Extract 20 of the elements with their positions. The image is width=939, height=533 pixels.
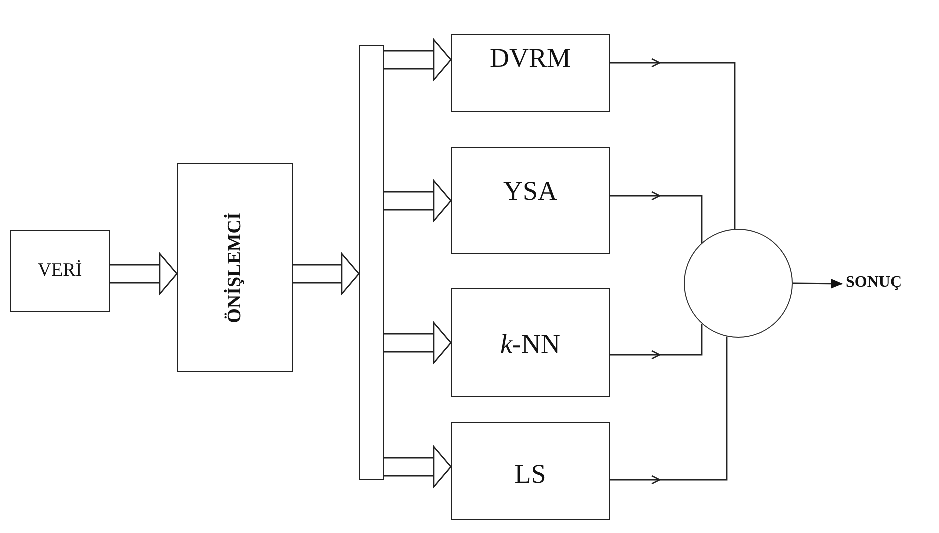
block-arrow [383,38,452,82]
block-arrow [383,445,452,489]
block-arrow [383,321,452,365]
block-label: YSA [503,176,558,207]
process-box [451,147,610,254]
block-label: VERİ [38,260,82,282]
process-box [451,422,610,520]
block-label: k-NN [500,329,560,360]
block-arrow [292,252,360,296]
process-box [10,230,110,312]
block-arrow [383,179,452,223]
output-label: SONUÇ [846,274,902,292]
process-box [451,288,610,397]
block-label: LS [514,459,546,490]
bus-bar [359,45,384,480]
process-box [451,34,610,112]
block-arrow [109,252,178,296]
process-box [177,163,293,372]
block-label: DVRM [490,43,571,74]
block-label: ÖNİŞLEMCİ [224,212,246,323]
